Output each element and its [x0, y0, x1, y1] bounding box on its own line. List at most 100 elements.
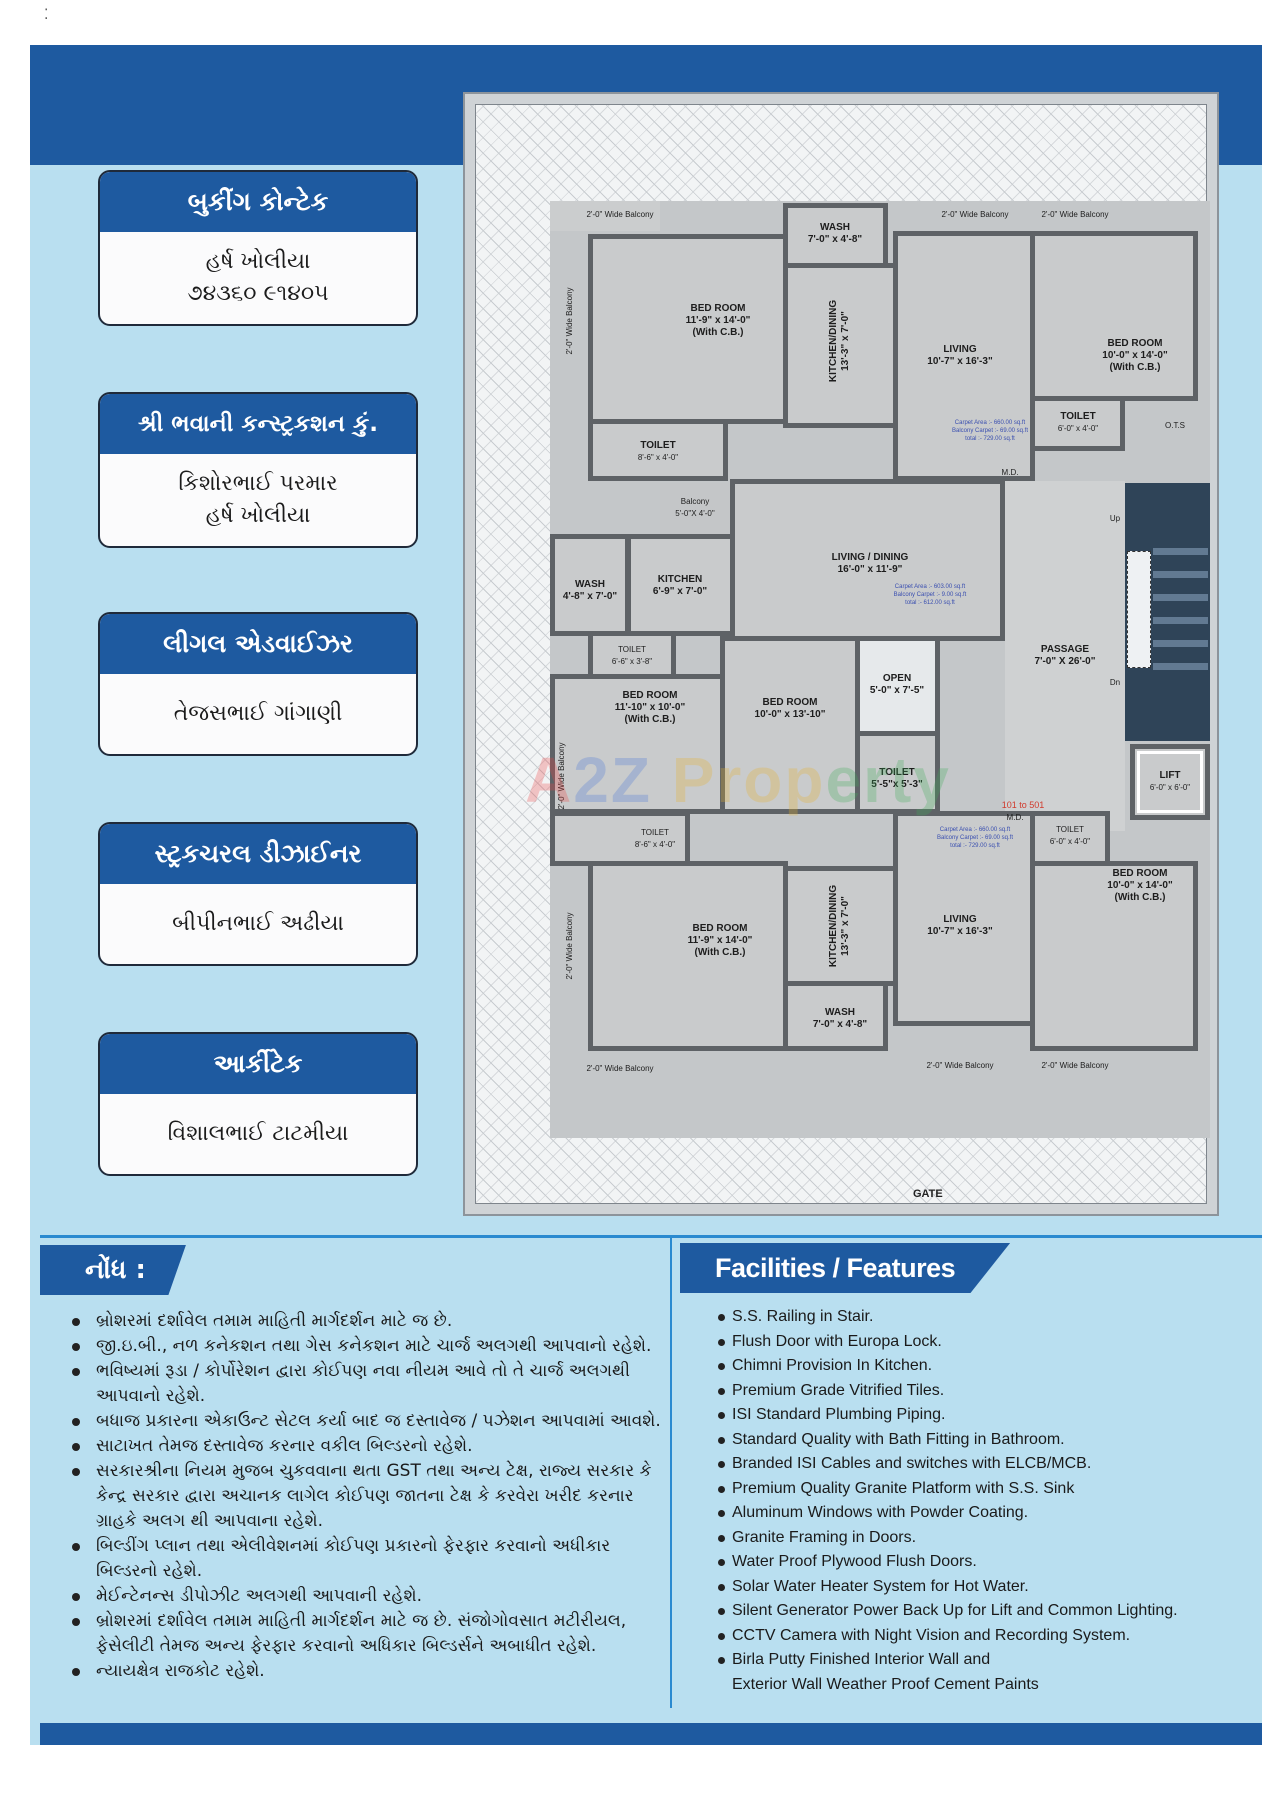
floor-plan: 2'-0" Wide Balcony 2'-0" Wide Balcony BE…: [463, 92, 1219, 1216]
card-structural-designer: સ્ટ્રકચરલ ડીઝાઈનર બીપીનભાઈ અઢીયા: [98, 822, 418, 966]
footer-band: [40, 1723, 1262, 1745]
partner-name: કિશોરભાઈ પરમાર: [178, 471, 338, 496]
facility-item: Solar Water Heater System for Hot Water.: [718, 1575, 1260, 1600]
label-md-bottom: M.D.: [1006, 813, 1024, 822]
room-top-living: [893, 231, 1035, 481]
room-mid-bed2: [720, 636, 860, 814]
column-divider: [670, 1238, 672, 1708]
room-top-wash: [783, 203, 888, 268]
brochure-page: બુકીંગ કોન્ટેક હર્ષ ખોલીયા ૭૪૩૬૦ ૯૧૪૦૫ શ…: [30, 45, 1262, 1745]
note-item: સાટાખત તેમજ દસ્તાવેજ કરનાર વકીલ બિલ્ડરનો…: [72, 1434, 665, 1459]
card-construction-company: શ્રી ભવાની કન્સ્ટ્રકશન કું. કિશોરભાઈ પરમ…: [98, 392, 418, 548]
staircase: [1125, 483, 1210, 741]
note-item: બ્રોશરમાં દર્શાવેલ તમામ માહિતી માર્ગદર્શ…: [72, 1309, 665, 1334]
label: 2'-0" Wide Balcony: [1041, 210, 1109, 219]
contact-phone: ૭૪૩૬૦ ૯૧૪૦૫: [187, 281, 329, 306]
passage: [1005, 481, 1125, 831]
label: 2'-0" Wide Balcony: [926, 1061, 994, 1070]
notes-section: નોંધ : બ્રોશરમાં દર્શાવેલ તમામ માહિતી મા…: [40, 1245, 665, 1684]
label-gate: GATE: [913, 1188, 943, 1200]
facility-item-continuation: Exterior Wall Weather Proof Cement Paint…: [732, 1675, 1039, 1693]
notes-title: નોંધ :: [40, 1245, 186, 1295]
note-item: ભવિષ્યમાં રૂડા / કોર્પોરેશન દ્વારા કોઈપણ…: [72, 1359, 665, 1409]
note-item: બધાજ પ્રકારના એકાઉન્ટ સેટલ કર્યા બાદ જ દ…: [72, 1409, 665, 1434]
facility-item: Water Proof Plywood Flush Doors.: [718, 1550, 1260, 1575]
facility-item: Premium Quality Granite Platform with S.…: [718, 1477, 1260, 1502]
lift: [1130, 744, 1210, 820]
label: 2'-0" Wide Balcony: [586, 1064, 654, 1073]
label: 2'-0" Wide Balcony: [586, 210, 654, 219]
note-item: ન્યાયક્ષેત્ર રાજકોટ રહેશે.: [72, 1659, 665, 1684]
room-mid-living: [730, 479, 1005, 641]
architect-name: વિશાલભાઈ ટાટમીયા: [167, 1121, 349, 1146]
balcony-top-left: [550, 201, 660, 231]
facilities-title: Facilities / Features: [680, 1243, 1011, 1293]
room-bottom-wash: [783, 981, 888, 1051]
facility-item: Branded ISI Cables and switches with ELC…: [718, 1452, 1260, 1477]
card-booking-contact: બુકીંગ કોન્ટેક હર્ષ ખોલીયા ૭૪૩૬૦ ૯૧૪૦૫: [98, 170, 418, 326]
facility-item: ISI Standard Plumbing Piping.: [718, 1403, 1260, 1428]
facilities-list: S.S. Railing in Stair. Flush Door with E…: [680, 1305, 1260, 1697]
note-item: બ્રોશરમાં દર્શાવેલ તમામ માહિતી માર્ગદર્શ…: [72, 1609, 665, 1659]
contact-name: હર્ષ ખોલીયા: [205, 249, 311, 274]
card-title: બુકીંગ કોન્ટેક: [100, 172, 416, 232]
card-legal-advisor: લીગલ એડવાઈઝર તેજસભાઈ ગાંગાણી: [98, 612, 418, 756]
facility-item: Silent Generator Power Back Up for Lift …: [718, 1599, 1260, 1624]
facility-item: Granite Framing in Doors.: [718, 1526, 1260, 1551]
note-item: સરકારશ્રીના નિયમ મુજબ ચુકવવાના થતા GST ત…: [72, 1459, 665, 1534]
facility-item: Standard Quality with Bath Fitting in Ba…: [718, 1428, 1260, 1453]
card-title: શ્રી ભવાની કન્સ્ટ્રકશન કું.: [100, 394, 416, 454]
section-divider: [40, 1235, 1262, 1238]
stair-void: [1127, 551, 1151, 668]
card-title: આર્કીટેક: [100, 1034, 416, 1094]
card-title: સ્ટ્રકચરલ ડીઝાઈનર: [100, 824, 416, 884]
designer-name: બીપીનભાઈ અઢીયા: [172, 911, 344, 936]
label-md-top: M.D.: [1001, 468, 1019, 477]
facility-item: CCTV Camera with Night Vision and Record…: [718, 1624, 1260, 1649]
card-title: લીગલ એડવાઈઝર: [100, 614, 416, 674]
unit-range-bottom: 101 to 501: [1001, 800, 1045, 810]
label: 2'-0" Wide Balcony: [565, 912, 574, 980]
note-item: જી.ઇ.બી., નળ કનેકશન તથા ગેસ કનેકશન માટે …: [72, 1334, 665, 1359]
room-top-toilet2: [1030, 396, 1125, 451]
room-bottom-bed2: [1030, 861, 1198, 1051]
note-item: મેઈન્ટેનન્સ ડીપોઝીટ અલગથી આપવાની રહેશે.: [72, 1584, 665, 1609]
label-ots: O.T.S: [1164, 421, 1186, 430]
partner-name: હર્ષ ખોલીયા: [205, 503, 311, 528]
facility-item: Flush Door with Europa Lock.: [718, 1330, 1260, 1355]
label: 2'-0" Wide Balcony: [941, 210, 1009, 219]
building-footprint: 2'-0" Wide Balcony 2'-0" Wide Balcony BE…: [550, 201, 1210, 1138]
room-top-kitchen: [783, 263, 898, 428]
room-top-toilet1: [588, 419, 728, 481]
room-mid-wash: [550, 534, 630, 636]
room-bottom-bed1: [588, 861, 788, 1051]
label: 2'-0" Wide Balcony: [1041, 1061, 1109, 1070]
facility-item: Premium Grade Vitrified Tiles.: [718, 1379, 1260, 1404]
